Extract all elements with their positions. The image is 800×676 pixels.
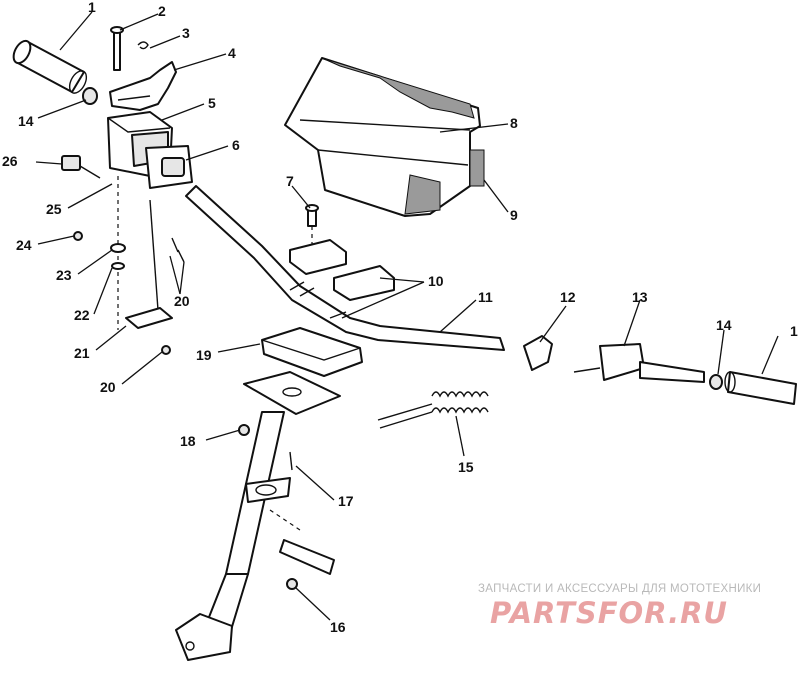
screw-part-20-top <box>171 237 185 263</box>
washer-part-23 <box>110 243 126 253</box>
callout-13: 13 <box>632 289 648 305</box>
clamp-lower-part-19 <box>261 327 363 377</box>
bracket-part-12 <box>523 335 553 371</box>
stay-rod-part-25 <box>117 176 159 330</box>
callout-24: 24 <box>16 237 32 253</box>
callout-18: 18 <box>180 433 196 449</box>
handlebar-part-11 <box>185 185 505 351</box>
callout-2: 2 <box>158 3 166 19</box>
callout-15: 15 <box>458 459 474 475</box>
callout-labels: 1 2 3 4 5 6 7 8 9 10 11 12 13 14 1 14 15… <box>2 0 798 635</box>
hood-part-9 <box>469 149 485 187</box>
brake-lever-part-13 <box>573 343 705 383</box>
plate-part-21 <box>125 307 173 329</box>
watermark-brand: PARTSFOR.RU <box>490 596 728 630</box>
watermark-caption: ЗАПЧАСТИ И АКСЕССУАРЫ ДЛЯ МОТОТЕХНИКИ <box>478 583 762 595</box>
callout-14-right: 14 <box>716 317 732 333</box>
clip-part-3 <box>137 41 149 50</box>
bracket-part-17 <box>245 451 293 503</box>
callout-19: 19 <box>196 347 212 363</box>
callout-3: 3 <box>182 25 190 41</box>
callout-9: 9 <box>510 207 518 223</box>
callout-10: 10 <box>428 273 444 289</box>
callout-20-top: 20 <box>174 293 190 309</box>
callout-4: 4 <box>228 45 236 61</box>
leader-lines <box>35 11 779 621</box>
grip-right-part-1 <box>724 371 797 405</box>
callout-6: 6 <box>232 137 240 153</box>
callout-1-left: 1 <box>88 0 96 15</box>
pin-part-16 <box>279 539 335 590</box>
bolt-part-2 <box>110 26 124 71</box>
heater-coil-part-15 <box>377 391 489 429</box>
clamp-upper-part-10b <box>333 265 395 301</box>
clamp-upper-part-10a <box>289 239 347 275</box>
callout-14-left: 14 <box>18 113 34 129</box>
hood-part-8 <box>284 57 481 217</box>
steering-post-plate <box>243 371 341 415</box>
callout-20-bottom: 20 <box>100 379 116 395</box>
callout-17: 17 <box>338 493 354 509</box>
callout-16: 16 <box>330 619 346 635</box>
callout-7: 7 <box>286 173 294 189</box>
callout-1-right: 1 <box>790 323 798 339</box>
grip-cap-right-part-14 <box>709 374 723 390</box>
callout-25: 25 <box>46 201 62 217</box>
nut-part-20-bottom <box>161 345 171 355</box>
callout-11: 11 <box>478 289 493 305</box>
switch-part-26 <box>61 155 101 179</box>
callout-26: 26 <box>2 153 18 169</box>
nut-part-18 <box>238 424 250 436</box>
callout-8: 8 <box>510 115 518 131</box>
grip-cap-left-part-14 <box>82 87 98 105</box>
switch-part-6 <box>145 145 193 189</box>
callout-12: 12 <box>560 289 576 305</box>
callout-21: 21 <box>74 345 90 361</box>
nut-part-24 <box>73 231 83 241</box>
callout-23: 23 <box>56 267 72 283</box>
throttle-lever-part-4 <box>109 61 177 111</box>
washer-part-22 <box>111 262 125 270</box>
callout-5: 5 <box>208 95 216 111</box>
grip-left-part-1 <box>12 39 88 94</box>
callout-22: 22 <box>74 307 90 323</box>
bolt-part-7 <box>305 204 319 248</box>
steering-post-tube <box>175 411 285 661</box>
